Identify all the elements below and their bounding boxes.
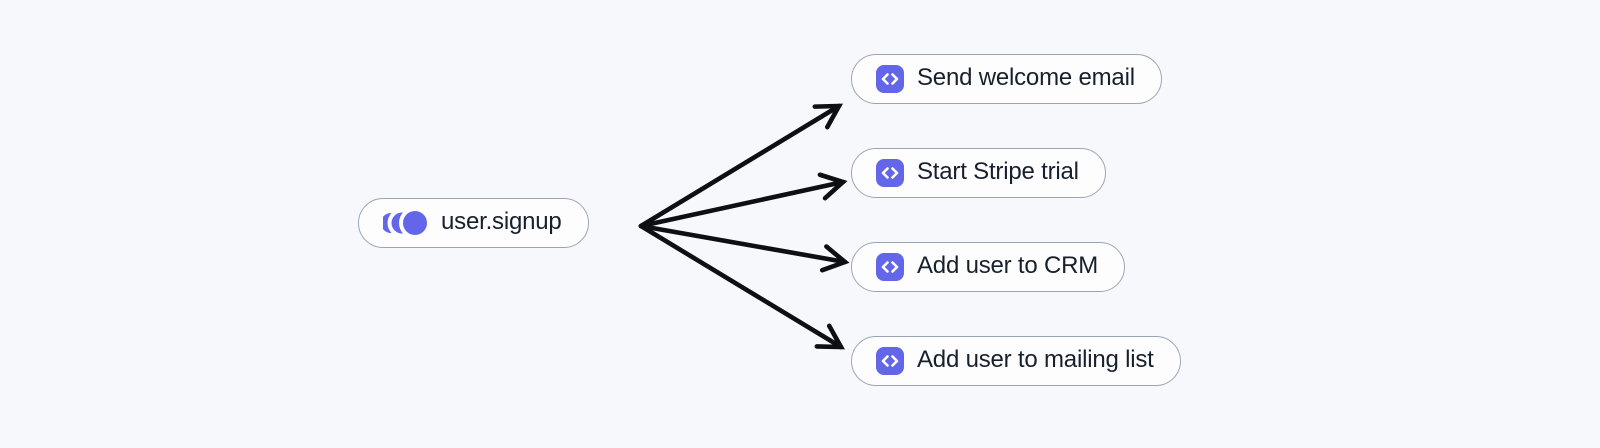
code-icon: [876, 159, 904, 187]
action-node-start-stripe-trial[interactable]: Start Stripe trial: [851, 148, 1106, 198]
arrow-to-start-stripe-trial: [638, 172, 848, 229]
code-icon: [876, 347, 904, 375]
arrow-to-send-welcome-email: [638, 103, 843, 229]
action-node-add-user-to-crm[interactable]: Add user to CRM: [851, 242, 1126, 292]
trigger-node-label: user.signup: [441, 208, 562, 235]
action-node-label: Add user to CRM: [917, 252, 1099, 279]
code-icon: [876, 65, 904, 93]
action-node-label: Add user to mailing list: [917, 346, 1154, 373]
arrow-to-add-user-to-mailing-list: [638, 223, 845, 350]
code-icon: [876, 253, 904, 281]
arrow-to-add-user-to-crm: [638, 223, 850, 273]
event-pulse-icon: [383, 209, 428, 237]
action-node-label: Send welcome email: [917, 64, 1135, 91]
action-node-send-welcome-email[interactable]: Send welcome email: [851, 54, 1162, 104]
action-node-add-user-to-mailing-list[interactable]: Add user to mailing list: [851, 336, 1181, 386]
action-node-label: Start Stripe trial: [917, 158, 1079, 185]
trigger-node-user-signup[interactable]: user.signup: [358, 198, 589, 248]
